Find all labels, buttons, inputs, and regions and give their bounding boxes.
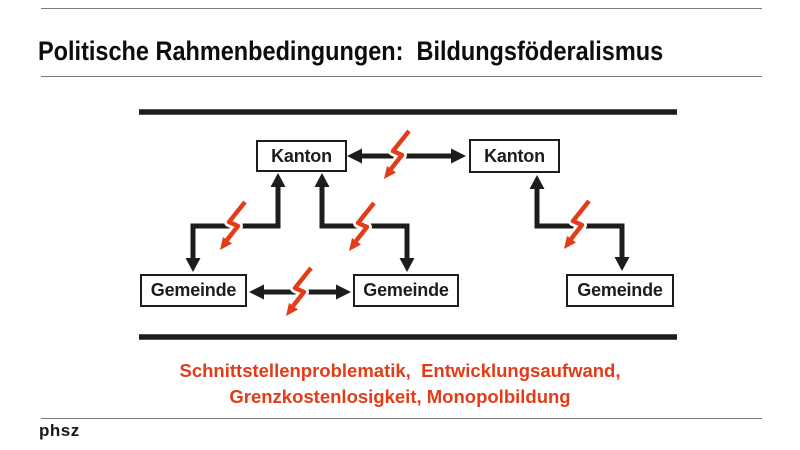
diagram-caption: Schnittstellenproblematik, Entwicklungsa… [0, 358, 800, 410]
node-kanton-right: Kanton [469, 139, 560, 173]
arrowhead-left [347, 148, 362, 164]
node-gemeinde-right: Gemeinde [566, 274, 674, 307]
node-label: Gemeinde [577, 280, 663, 300]
arrowhead-left [249, 284, 264, 300]
arrowhead-down [185, 258, 201, 272]
node-gemeinde-left: Gemeinde [140, 274, 247, 307]
arrowhead-up [270, 173, 286, 187]
arrowhead-down [399, 258, 415, 272]
arrowhead-up [529, 175, 545, 189]
divider-line-top [41, 8, 762, 9]
phsz-logo: phsz [39, 421, 80, 440]
node-label: Kanton [484, 145, 545, 166]
caption-line-1: Schnittstellenproblematik, Entwicklungsa… [179, 360, 621, 381]
node-label: Gemeinde [150, 280, 237, 300]
title-underline [41, 76, 762, 77]
node-label: Gemeinde [363, 280, 449, 300]
arrowhead-up [314, 173, 330, 187]
arrowhead-right [451, 148, 466, 164]
node-kanton-left: Kanton [256, 140, 347, 172]
footer-divider-line [41, 418, 762, 419]
arrowhead-down [614, 257, 630, 271]
page-title: Politische Rahmenbedingungen: Bildungsfö… [38, 36, 664, 67]
caption-line-2: Grenzkostenlosigkeit, Monopolbildung [229, 386, 571, 407]
node-label: Kanton [271, 145, 332, 166]
arrowhead-right [336, 284, 351, 300]
node-gemeinde-middle: Gemeinde [353, 274, 459, 307]
